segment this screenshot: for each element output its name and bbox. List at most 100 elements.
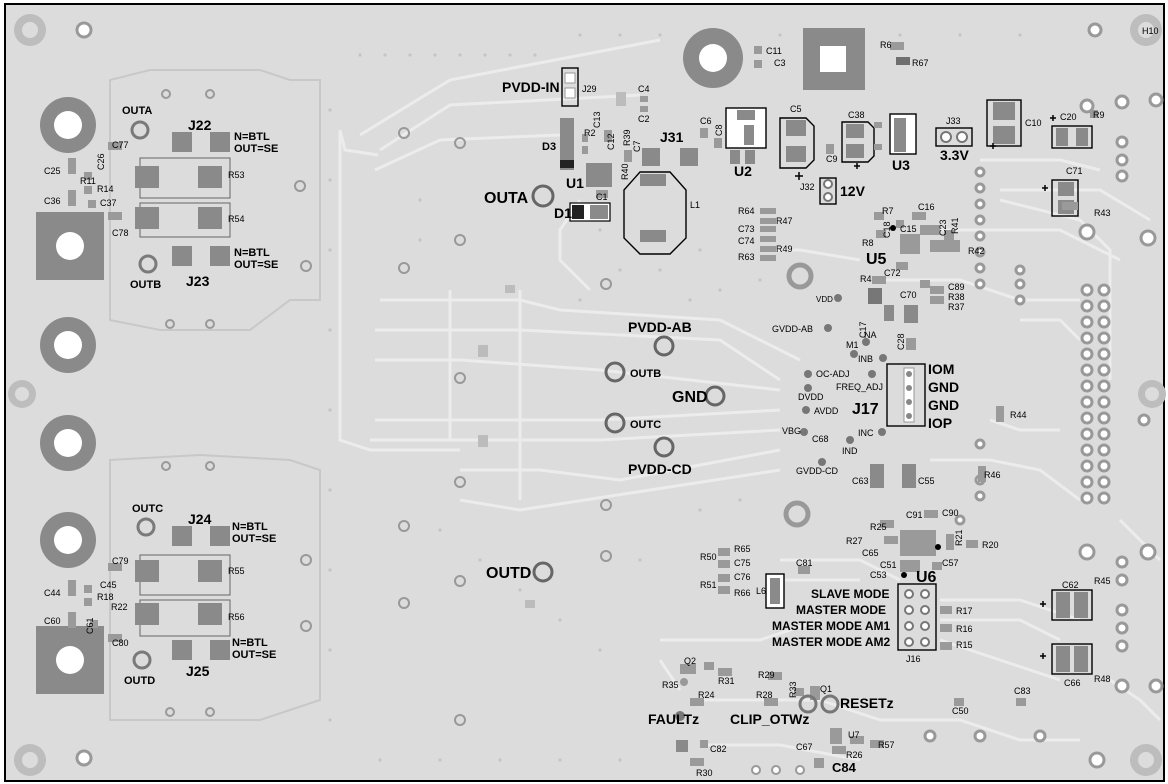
label-r25: R25 — [870, 522, 887, 532]
label-j24-mode2: OUT=SE — [232, 533, 276, 545]
right-components — [870, 406, 1093, 706]
label-r66: R66 — [734, 588, 751, 598]
label-r28: R28 — [756, 690, 773, 700]
label-c55: C55 — [918, 476, 935, 486]
label-c61: C61 — [85, 617, 95, 634]
label-r7: R7 — [882, 206, 894, 216]
label-r41: R41 — [950, 217, 960, 234]
label-j22: J22 — [188, 117, 212, 133]
label-r24: R24 — [698, 690, 715, 700]
label-c28: C28 — [896, 333, 906, 350]
signal-testpoints — [800, 294, 887, 466]
left-section-outlines — [109, 69, 321, 721]
label-r39: R39 — [622, 129, 632, 146]
u5-components — [760, 208, 960, 350]
label-outc-center: OUTC — [630, 419, 661, 431]
label-r42: R42 — [968, 246, 985, 256]
left-terminals — [36, 97, 104, 694]
label-c18: C18 — [882, 221, 892, 238]
label-c10: C10 — [1025, 118, 1042, 128]
label-j17: J17 — [852, 401, 879, 418]
label-r20: R20 — [982, 540, 999, 550]
inductor-l1 — [531, 171, 687, 255]
label-c70: C70 — [900, 290, 917, 300]
label-c76: C76 — [734, 572, 751, 582]
label-c72: C72 — [884, 268, 901, 278]
label-c83: C83 — [1014, 686, 1031, 696]
bottom-components — [675, 548, 884, 775]
label-r37: R37 — [948, 302, 965, 312]
label-j33: J33 — [946, 116, 961, 126]
label-c5: C5 — [790, 104, 802, 114]
label-r56: R56 — [228, 612, 245, 622]
label-c51: C51 — [880, 560, 897, 570]
label-outd-left: OUTD — [124, 675, 155, 687]
label-dvdd: DVDD — [798, 392, 824, 402]
label-outd-center: OUTD — [486, 565, 531, 582]
label-r48: R48 — [1094, 674, 1111, 684]
label-j25-mode1: N=BTL — [232, 637, 268, 649]
label-inc: INC — [858, 428, 874, 438]
label-oc-adj: OC-ADJ — [816, 369, 850, 379]
label-c74: C74 — [738, 236, 755, 246]
label-c67: C67 — [796, 742, 813, 752]
label-c36: C36 — [44, 196, 61, 206]
label-c25: C25 — [44, 166, 61, 176]
label-j22-mode2: OUT=SE — [234, 143, 278, 155]
label-c37: C37 — [100, 198, 117, 208]
label-avdd: AVDD — [814, 406, 839, 416]
label-j32: J32 — [800, 182, 815, 192]
label-c45: C45 — [100, 580, 117, 590]
label-c71: C71 — [1066, 166, 1083, 176]
label-outa-center: OUTA — [484, 190, 529, 207]
label-c80: C80 — [112, 638, 129, 648]
label-j29: J29 — [582, 84, 597, 94]
right-headers — [923, 92, 1164, 743]
label-r35: R35 — [662, 680, 679, 690]
label-gvdd-cd: GVDD-CD — [796, 466, 838, 476]
label-c84: C84 — [832, 760, 857, 775]
label-j25: J25 — [186, 663, 210, 679]
label-r11: R11 — [80, 176, 96, 186]
label-r16: R16 — [956, 624, 973, 634]
label-c13: C13 — [592, 111, 602, 128]
label-r54: R54 — [228, 214, 245, 224]
label-c90: C90 — [942, 508, 959, 518]
label-ind: IND — [842, 446, 858, 456]
label-r15: R15 — [956, 640, 973, 650]
label-c81: C81 — [796, 558, 813, 568]
label-r4: R4 — [860, 274, 872, 284]
label-r63: R63 — [738, 252, 755, 262]
label-r2: R2 — [584, 128, 596, 138]
label-r33: R33 — [788, 681, 798, 698]
label-u1: U1 — [566, 175, 584, 191]
label-r31: R31 — [718, 676, 735, 686]
left-components — [68, 89, 312, 717]
label-pvdd-ab: PVDD-AB — [628, 319, 692, 335]
label-r45: R45 — [1094, 576, 1111, 586]
label-c57: C57 — [942, 558, 959, 568]
silkscreen: H10 OUTA J22 N=BTL OUT=SE C77 C25 C26 R1… — [44, 26, 1159, 778]
label-slave-mode: SLAVE MODE — [811, 587, 889, 601]
label-r17: R17 — [956, 606, 973, 616]
label-vbg: VBG — [782, 426, 801, 436]
label-j31: J31 — [660, 129, 684, 145]
label-vdd: VDD — [816, 295, 833, 304]
label-u2: U2 — [734, 163, 752, 179]
label-r38: R38 — [948, 292, 965, 302]
label-master-mode-am1: MASTER MODE AM1 — [772, 619, 891, 633]
label-master-mode: MASTER MODE — [796, 603, 886, 617]
label-r46: R46 — [984, 470, 1001, 480]
label-r30: R30 — [696, 768, 713, 778]
label-r29: R29 — [758, 670, 775, 680]
label-m1: M1 — [846, 340, 859, 350]
label-c17: C17 — [858, 321, 868, 338]
label-c62: C62 — [1062, 580, 1079, 590]
label-r65: R65 — [734, 544, 751, 554]
label-c89: C89 — [948, 282, 965, 292]
label-l1: L1 — [690, 200, 700, 210]
label-j24-mode1: N=BTL — [232, 521, 268, 533]
label-c7: C7 — [632, 140, 642, 152]
copper-traces — [338, 38, 1162, 762]
label-outb-left: OUTB — [130, 279, 161, 291]
